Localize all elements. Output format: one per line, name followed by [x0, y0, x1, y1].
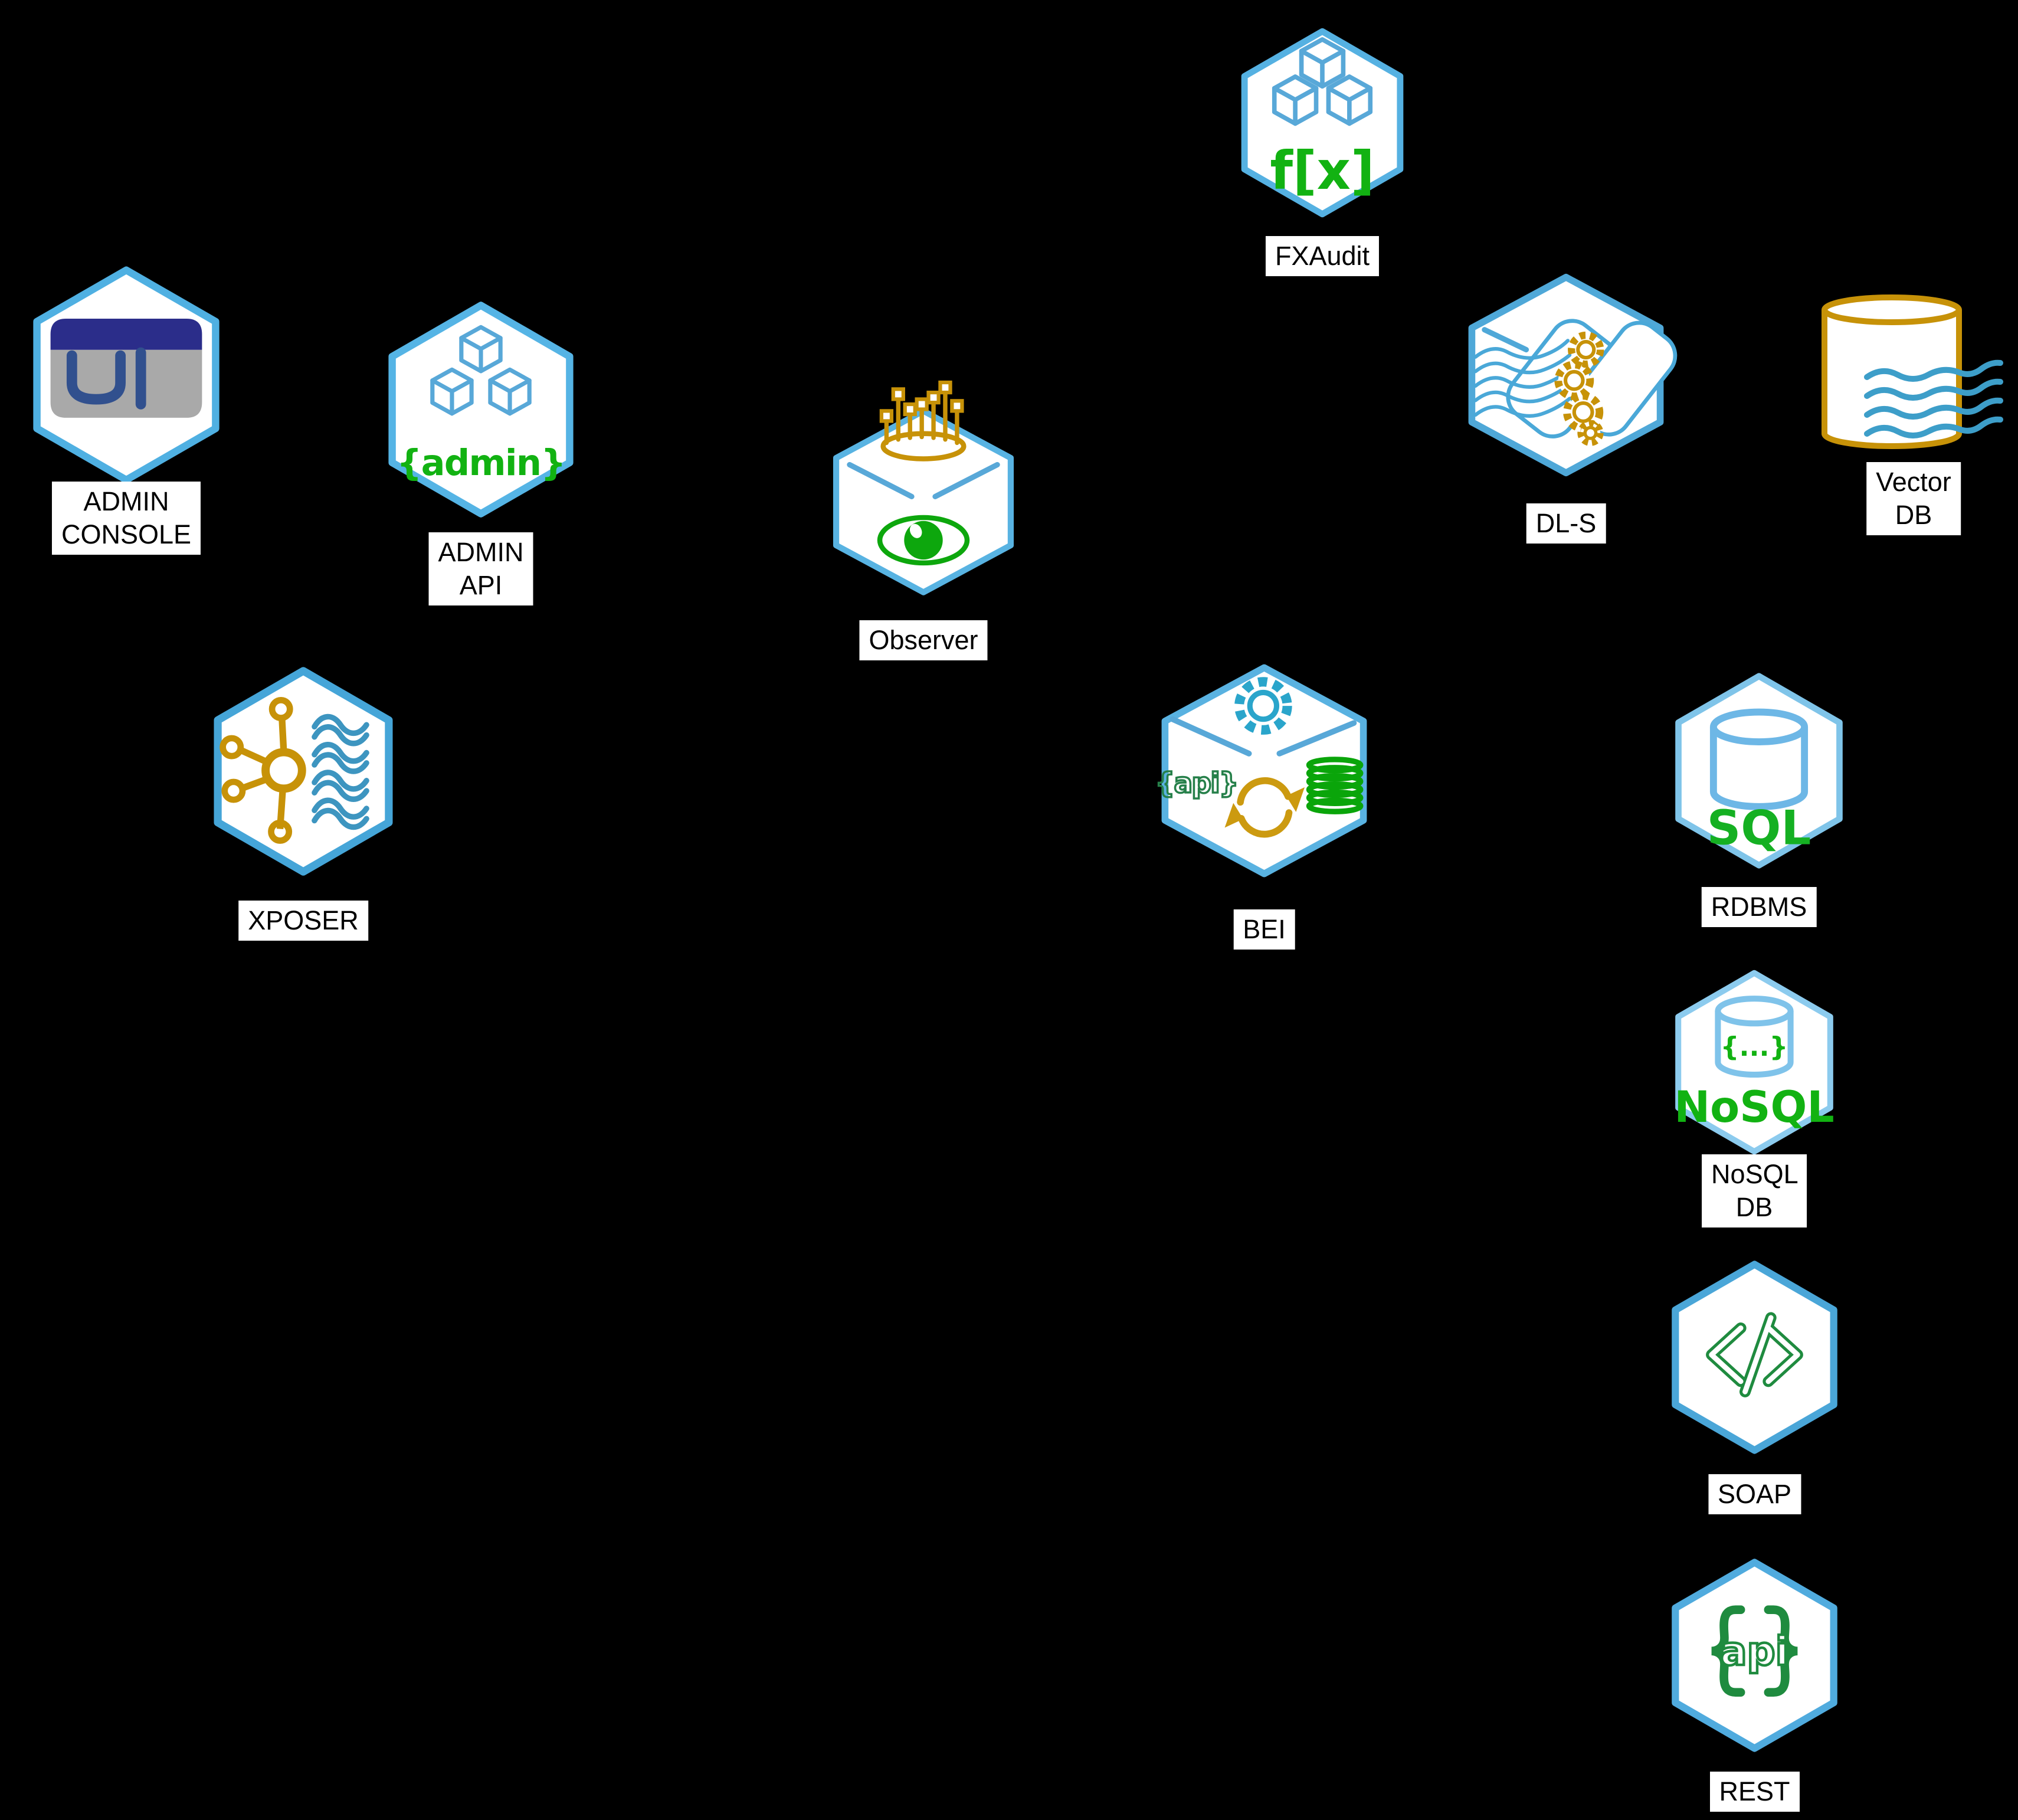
json-dots-text: {...} [1721, 1031, 1788, 1062]
api-text: api [1720, 1628, 1788, 1674]
api-brace-text: {api} [1155, 767, 1238, 800]
fx-function-text: f[x] [1270, 140, 1374, 201]
hub-waves-icon [214, 667, 393, 876]
node-vector-db[interactable]: Vector DB [1822, 294, 2005, 535]
documents-gears-icon [1468, 273, 1678, 477]
node-label-admin-console: ADMIN CONSOLE [51, 482, 201, 555]
node-label-bei: BEI [1233, 909, 1295, 950]
api-braces-icon: api [1672, 1559, 1837, 1752]
node-label-vector-db: Vector DB [1866, 462, 1961, 535]
node-label-dl-s: DL-S [1526, 503, 1606, 544]
node-rest[interactable]: api REST [1662, 1552, 1847, 1812]
ui-letters [66, 347, 146, 410]
node-label-rest: REST [1709, 1772, 1800, 1812]
hexagon-shape [388, 302, 574, 518]
node-label-rdbms: RDBMS [1701, 887, 1817, 927]
admin-brace-text: {admin} [397, 443, 565, 484]
nosql-cylinder-icon: {...} NoSQL [1674, 970, 1834, 1155]
node-label-soap: SOAP [1708, 1474, 1801, 1514]
hexagon-shape [1241, 28, 1404, 218]
node-nosql-db[interactable]: {...} NoSQL NoSQL DB [1663, 963, 1846, 1227]
node-admin-api[interactable]: {admin} ADMIN API [381, 292, 581, 605]
network-hub-icon [220, 697, 306, 844]
database-cylinder [1715, 996, 1794, 1078]
node-fxaudit[interactable]: f[x] FXAudit [1229, 21, 1416, 276]
connector-crown-icon [879, 380, 967, 461]
cubes-icon: {admin} [388, 302, 574, 518]
gears-icon [1554, 331, 1604, 446]
node-soap[interactable]: SOAP [1662, 1254, 1847, 1514]
sync-refresh-icon [1224, 777, 1305, 838]
hexagon-shape [1161, 664, 1367, 878]
cubes-icon: f[x] [1241, 28, 1404, 218]
db-stack-icon [1306, 757, 1364, 814]
node-label-admin-api: ADMIN API [428, 532, 533, 605]
hexagon-shape [1672, 1559, 1837, 1752]
node-rdbms[interactable]: SQL RDBMS [1665, 666, 1853, 927]
code-slash-icon [1672, 1261, 1837, 1454]
wave-lines-icon [312, 713, 369, 830]
node-bei[interactable]: {api} BEI [1154, 647, 1375, 950]
sql-cylinder-icon: SQL [1675, 673, 1843, 869]
wave-text-lines [1473, 339, 1572, 418]
node-label-xposer: XPOSER [238, 901, 368, 941]
node-dl-s[interactable]: DL-S [1461, 264, 1678, 544]
nosql-text: NoSQL [1674, 1082, 1834, 1132]
gear-api-sync-dbstack-icon: {api} [1154, 664, 1367, 878]
cylinder-waves-icon [1822, 294, 2003, 449]
gear-icon [1234, 677, 1292, 735]
vector-wave-lines [1864, 359, 2003, 438]
ui-window-icon [33, 266, 220, 484]
crown-eye-icon [833, 380, 1014, 595]
box-top-edges [1169, 716, 1357, 757]
box-top-edges [847, 461, 1000, 500]
database-cylinder [1709, 708, 1809, 810]
sql-text: SQL [1707, 801, 1811, 856]
angle-brackets-glyph [1706, 1312, 1803, 1397]
node-label-observer: Observer [859, 620, 988, 660]
node-admin-console[interactable]: ADMIN CONSOLE [25, 258, 228, 555]
eye-icon [877, 515, 970, 566]
node-xposer[interactable]: XPOSER [204, 660, 403, 941]
node-label-fxaudit: FXAudit [1265, 236, 1380, 276]
node-observer[interactable]: Observer [826, 380, 1021, 660]
ui-window-glyph [50, 319, 202, 418]
node-label-nosql-db: NoSQL DB [1702, 1154, 1807, 1227]
